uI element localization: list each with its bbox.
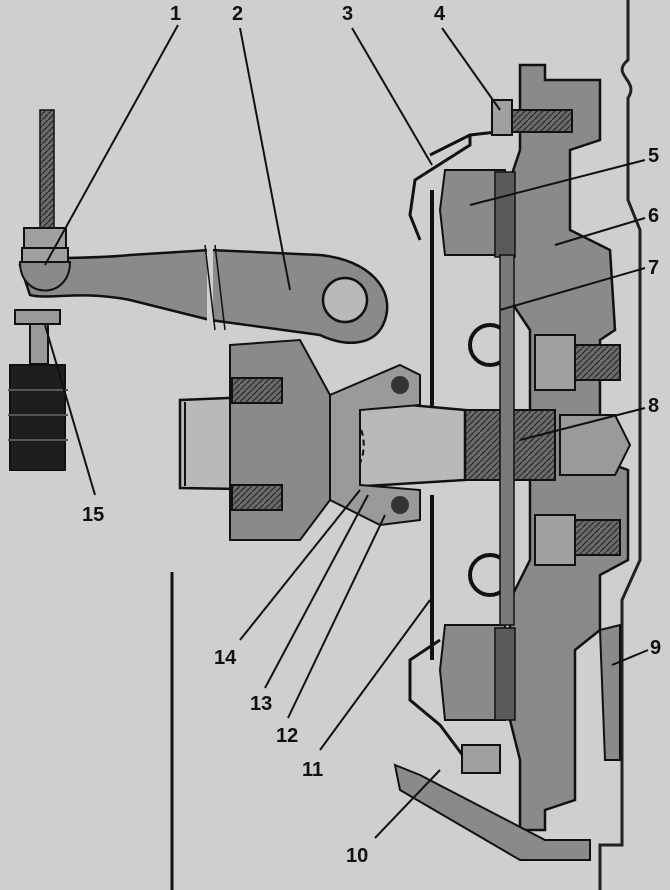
leader-5 — [469, 159, 646, 206]
pushrod — [29, 323, 49, 365]
friction-lining-lower — [494, 627, 516, 721]
release-bearing-ball-lower — [391, 496, 409, 514]
leader-7 — [499, 267, 646, 311]
cover-bolt-lower — [461, 744, 501, 774]
callout-4: 4 — [434, 3, 446, 25]
adjusting-rod — [39, 109, 55, 241]
flywheel-bolt-lower — [534, 514, 621, 566]
callout-15: 15 — [82, 504, 105, 526]
lock-nut — [21, 247, 69, 263]
flywheel-cover-plate — [598, 623, 621, 761]
callout-6: 6 — [648, 205, 660, 227]
callout-10: 10 — [346, 845, 369, 867]
pressure-plate-lower — [438, 624, 506, 721]
spherical-washer — [18, 261, 72, 292]
callout-9: 9 — [650, 637, 662, 659]
callout-13: 13 — [250, 693, 273, 715]
crankshaft-end — [559, 414, 632, 476]
friction-lining-upper — [494, 171, 516, 258]
release-bearing-sleeve — [329, 363, 421, 527]
clutch-cover-lower — [408, 638, 472, 766]
leader-2 — [239, 27, 291, 291]
leader-8 — [519, 407, 646, 441]
callout-8: 8 — [648, 395, 660, 417]
leader-10 — [374, 769, 441, 839]
leader-4 — [441, 27, 501, 111]
leader-6 — [554, 217, 646, 246]
clutch-housing-edge — [598, 0, 642, 890]
callout-12: 12 — [276, 725, 299, 747]
callout-3: 3 — [342, 3, 354, 25]
leader-9 — [611, 649, 649, 666]
pressure-plate-upper — [438, 169, 506, 256]
shaft-bearing-upper — [231, 377, 283, 404]
leader-lines — [44, 24, 649, 839]
callout-7: 7 — [648, 257, 660, 279]
leader-12 — [287, 514, 386, 719]
release-bearing-ball-upper — [391, 376, 409, 394]
leader-14 — [239, 489, 361, 641]
leader-11 — [319, 599, 431, 751]
flywheel-bolt-upper — [534, 334, 621, 391]
driven-disc — [499, 254, 515, 626]
callout-11: 11 — [302, 759, 324, 781]
spring-washer — [14, 309, 61, 325]
callout-5: 5 — [648, 145, 660, 167]
leader-15 — [44, 324, 96, 496]
shaft-bearing-lower — [231, 484, 283, 511]
callout-14: 14 — [214, 647, 237, 669]
cover-bolt — [491, 99, 573, 136]
callout-2: 2 — [232, 3, 244, 25]
bottom-guard-plate — [393, 763, 591, 861]
leader-3 — [351, 27, 433, 166]
leader-1 — [44, 24, 179, 266]
leader-13 — [264, 494, 369, 689]
callout-1: 1 — [170, 3, 182, 25]
fork-pivot — [321, 276, 369, 324]
release-fork — [18, 248, 389, 344]
rubber-boot — [9, 364, 66, 471]
